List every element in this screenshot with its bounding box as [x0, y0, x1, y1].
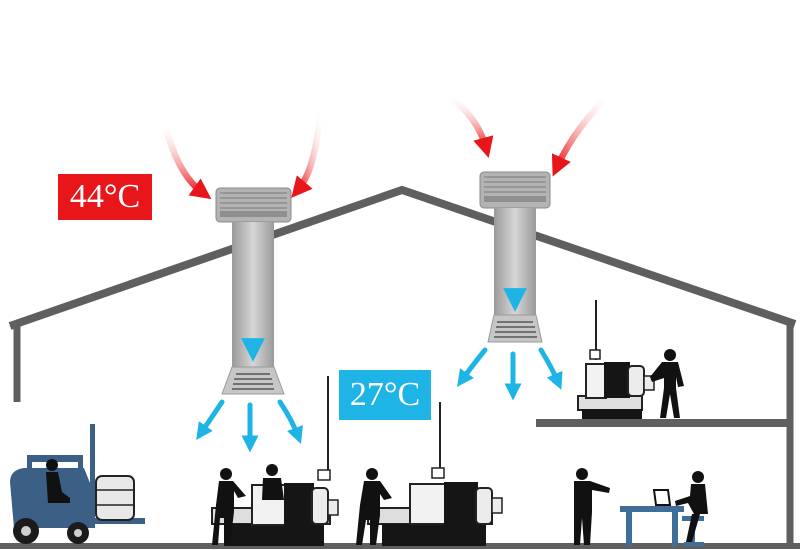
outside-temperature-badge: 44°C	[58, 174, 152, 220]
worker-silhouette-icon	[212, 464, 284, 545]
worker-silhouette-icon	[650, 349, 684, 418]
forklift-icon	[10, 424, 145, 544]
red-curved-arrow-icon	[446, 93, 494, 159]
incoming-hot-air	[161, 93, 611, 200]
red-curved-arrow-icon	[291, 111, 324, 198]
blue-arrow-icon	[196, 399, 225, 440]
printing-press-icon	[577, 300, 655, 419]
inside-temperature-badge: 27°C	[339, 370, 431, 420]
blue-arrow-icon	[277, 399, 303, 444]
red-curved-arrow-icon	[161, 121, 212, 200]
blue-arrow-icon	[538, 347, 563, 390]
printing-press-icon	[211, 376, 339, 546]
cooled-air-outflow	[196, 347, 563, 453]
red-curved-arrow-icon	[551, 94, 611, 177]
worker-silhouette-icon	[356, 468, 392, 545]
worker-silhouette-icon	[675, 471, 708, 542]
roof	[8, 185, 797, 330]
worker-silhouette-icon	[574, 468, 610, 545]
blue-arrow-icon	[457, 347, 488, 387]
printing-press-icon	[367, 402, 503, 546]
